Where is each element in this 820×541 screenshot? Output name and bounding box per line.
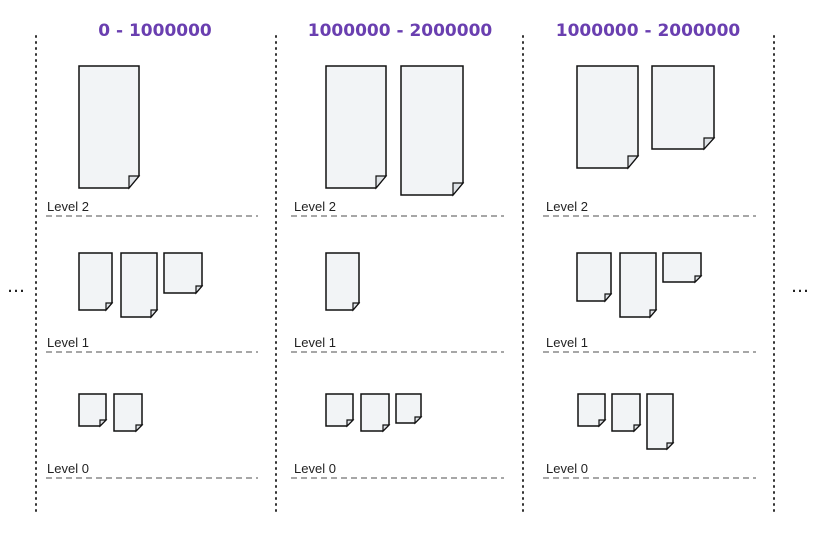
level-label: Level 1	[294, 335, 336, 350]
level-label: Level 2	[546, 199, 588, 214]
file-icon	[400, 65, 465, 197]
file-icon	[78, 65, 141, 190]
file-icon	[113, 393, 144, 433]
level-label: Level 1	[546, 335, 588, 350]
column-range-1: 1000000 - 2000000 Level 2 Level 1 Level …	[291, 21, 504, 479]
file-icon	[576, 252, 613, 303]
column-title: 1000000 - 2000000	[308, 21, 493, 41]
file-icon	[163, 252, 204, 295]
level-label: Level 2	[47, 199, 89, 214]
file-icon	[325, 393, 355, 428]
file-icon	[646, 393, 675, 451]
file-icon	[395, 393, 423, 425]
ellipsis-left: …	[7, 276, 25, 297]
level-label: Level 0	[294, 461, 336, 476]
file-icon	[325, 65, 388, 190]
file-icon	[78, 393, 108, 428]
file-icon	[120, 252, 159, 319]
level-label: Level 2	[294, 199, 336, 214]
column-title: 1000000 - 2000000	[556, 21, 741, 41]
file-icon	[576, 65, 640, 170]
file-icon	[662, 252, 703, 284]
column-range-0: 0 - 1000000 Level 2 Level 1 Level 0	[46, 21, 258, 479]
file-icon	[611, 393, 642, 433]
file-icon	[360, 393, 391, 433]
file-icon	[619, 252, 658, 319]
level-label: Level 0	[47, 461, 89, 476]
file-icon	[577, 393, 607, 428]
column-range-2: 1000000 - 2000000 Level 2 Level 1 Level …	[543, 21, 756, 479]
file-icon	[651, 65, 716, 151]
column-title: 0 - 1000000	[98, 21, 212, 41]
file-icon	[78, 252, 114, 312]
level-label: Level 1	[47, 335, 89, 350]
file-icon	[325, 252, 361, 312]
level-label: Level 0	[546, 461, 588, 476]
ellipsis-right: …	[791, 276, 809, 297]
